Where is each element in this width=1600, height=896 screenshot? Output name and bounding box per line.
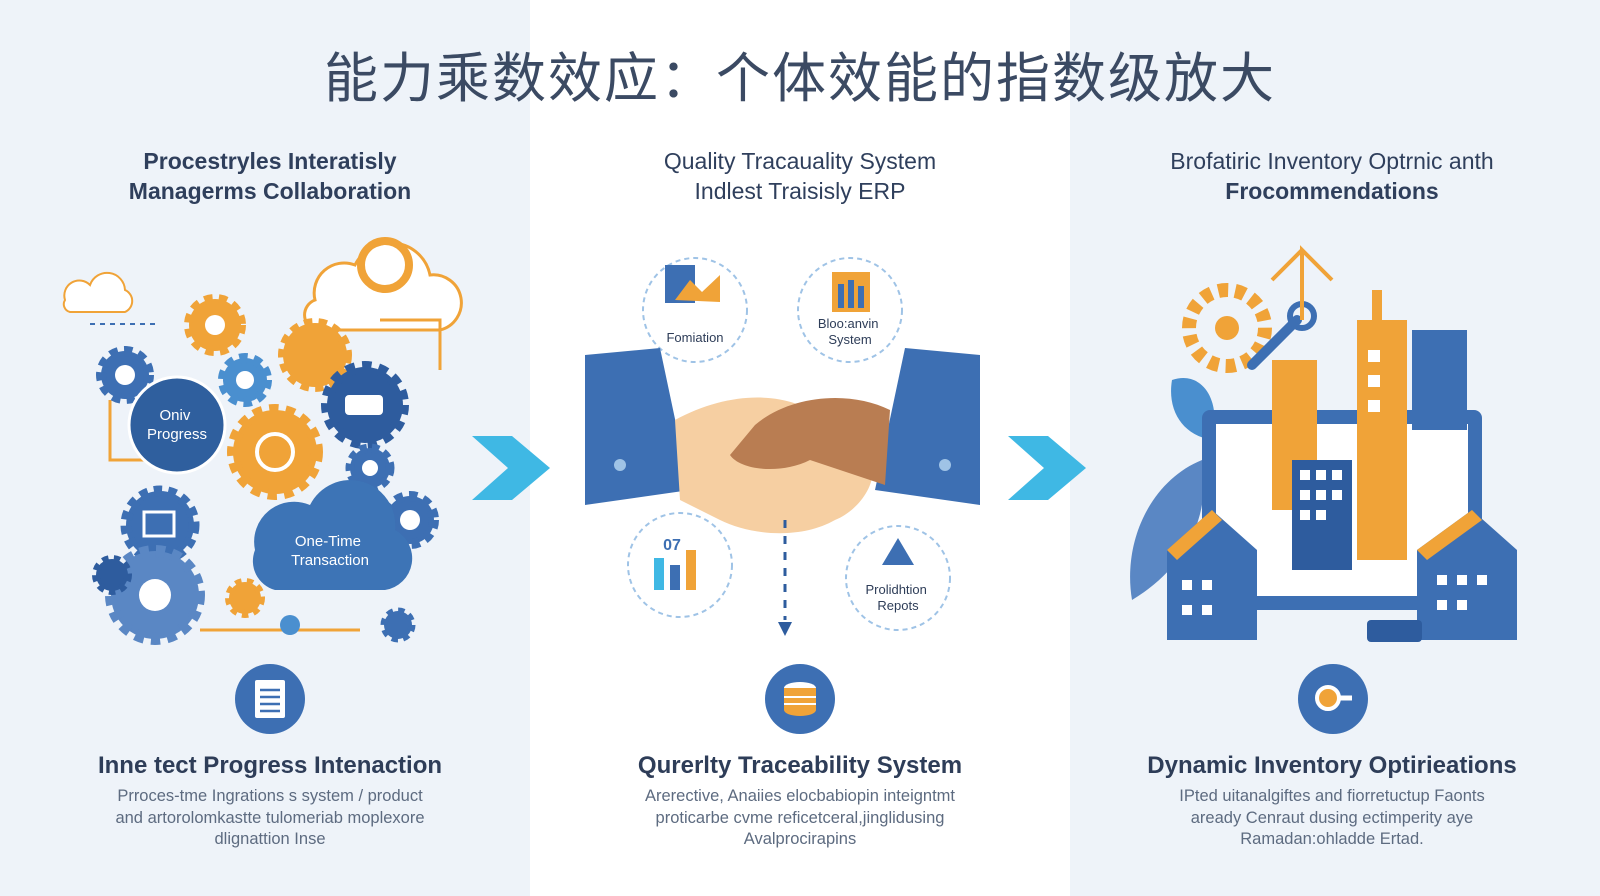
right-sleeve: [875, 348, 980, 505]
database-glyph: [784, 682, 816, 716]
production-node: [845, 525, 951, 631]
magnifier-glyph: [1315, 685, 1352, 711]
gear-icon: [1182, 283, 1272, 373]
middle-column-heading: Quality Tracauality System Indlest Trais…: [580, 146, 1020, 206]
crane-icon: [1270, 245, 1334, 320]
handshake-illustration: Fomiation Bloo:anvin System 07 Prolidhti…: [585, 257, 980, 636]
transaction-word2: Transaction: [291, 552, 369, 569]
left-heading-line2: Managerms Collaboration: [128, 178, 412, 204]
gear-icon: [321, 361, 409, 449]
leaf-icon: [1130, 460, 1204, 600]
middle-desc-line1: Arerective, Anaiies elocbabiopin inteign…: [644, 787, 955, 805]
arrow-right-icon: [472, 436, 550, 500]
left-desc-line1: Prroces-tme Ingrations s system / produc…: [117, 787, 423, 805]
middle-desc-line3: Avalprocirapins: [743, 830, 857, 848]
left-subtitle: Inne tect Progress Intenaction: [97, 752, 443, 779]
gear-icon: [96, 346, 154, 404]
gear-icon: [227, 404, 323, 500]
middle-heading-line2: Indlest Traisisly ERP: [694, 178, 906, 204]
growth-chart-icon: [654, 558, 664, 590]
search-magnifier-icon: [1298, 664, 1368, 734]
middle-heading-line1: Quality Tracauality System: [663, 148, 937, 174]
gear-icon: [280, 615, 300, 635]
right-column-heading: Brofatiric Inventory Optrnic anth Frocom…: [1112, 146, 1552, 206]
blue-house: [1412, 330, 1467, 430]
right-hand: [730, 398, 890, 485]
left-desc-line3: dlignattion Inse: [214, 830, 326, 848]
transaction-cloud: [252, 480, 413, 590]
production-label-line2: Repots: [877, 598, 919, 613]
production-node-label: Prolidhtion Repots: [865, 582, 930, 613]
middle-description: Arerective, Anaiies elocbabiopin inteign…: [580, 786, 1020, 851]
warning-icon: [882, 538, 914, 565]
formation-node-label: Fomiation: [666, 330, 723, 345]
small-cloud-icon: [62, 271, 134, 313]
page-title: 能力乘数效应：个体效能的指数级放大: [324, 47, 1276, 110]
tower-building: [1357, 320, 1407, 560]
gear-icon: [105, 545, 205, 645]
gear-icon: [278, 318, 352, 392]
arrow-right-icon: [1008, 436, 1086, 500]
gear-icon: [380, 607, 416, 643]
truck-icon: [1367, 620, 1422, 642]
left-column-heading: Procestryles Interatisly Managerms Colla…: [50, 146, 490, 206]
document-icon: [235, 664, 305, 734]
moon-icon: [357, 237, 413, 293]
blockchain-label-line1: Bloo:anvin: [818, 316, 879, 331]
transaction-cloud-label: One-Time Transaction: [291, 533, 369, 569]
right-heading-line2: Frocommendations: [1225, 178, 1439, 204]
right-desc-line1: IPted uitanalgiftes and fiorretuctup Fao…: [1179, 787, 1485, 805]
right-desc-line2: aready Cenraut dusing ectimperity aye: [1190, 808, 1474, 827]
gear-icon: [225, 578, 265, 618]
left-heading-line1: Procestryles Interatisly: [143, 148, 397, 174]
gear-icon: [218, 353, 272, 407]
left-sleeve: [585, 348, 690, 505]
gear-icon: [120, 485, 200, 565]
blockchain-node-label: Bloo:anvin System: [818, 316, 882, 347]
blockchain-label-line2: System: [828, 332, 871, 347]
progress-bubble-label: Oniv Progress: [147, 407, 207, 443]
transaction-word1: One-Time: [295, 533, 361, 550]
progress-bubble-word2: Progress: [147, 426, 207, 443]
middle-subtitle: Qurerlty Traceability System: [637, 752, 963, 779]
database-icon: [765, 664, 835, 734]
gears-illustration: Oniv Progress One-Time Transaction: [62, 237, 463, 645]
gear-icon: [345, 443, 395, 493]
right-heading-line1: Brofatiric Inventory Optrnic anth: [1170, 148, 1494, 174]
progress-bubble: [127, 375, 227, 475]
gear-icon: [92, 555, 132, 595]
city-illustration: [1130, 245, 1517, 642]
middle-desc-line2: proticarbe cvme reficetceral,jinglidusin…: [655, 808, 945, 827]
gear-icon: [184, 294, 246, 356]
left-description: Prroces-tme Ingrations s system / produc…: [50, 786, 490, 851]
document-glyph: [255, 680, 285, 718]
progress-bubble-word1: Oniv: [159, 407, 190, 424]
right-subtitle: Dynamic Inventory Optirieations: [1147, 752, 1517, 779]
growth-node-label: 07: [663, 537, 681, 554]
left-desc-line2: and artorolomkastte tulomeriab moplexore: [115, 808, 425, 827]
right-description: IPted uitanalgiftes and fiorretuctup Fao…: [1112, 786, 1552, 851]
right-desc-line3: Ramadan:ohladde Ertad.: [1240, 830, 1424, 848]
production-label-line1: Prolidhtion: [865, 582, 926, 597]
